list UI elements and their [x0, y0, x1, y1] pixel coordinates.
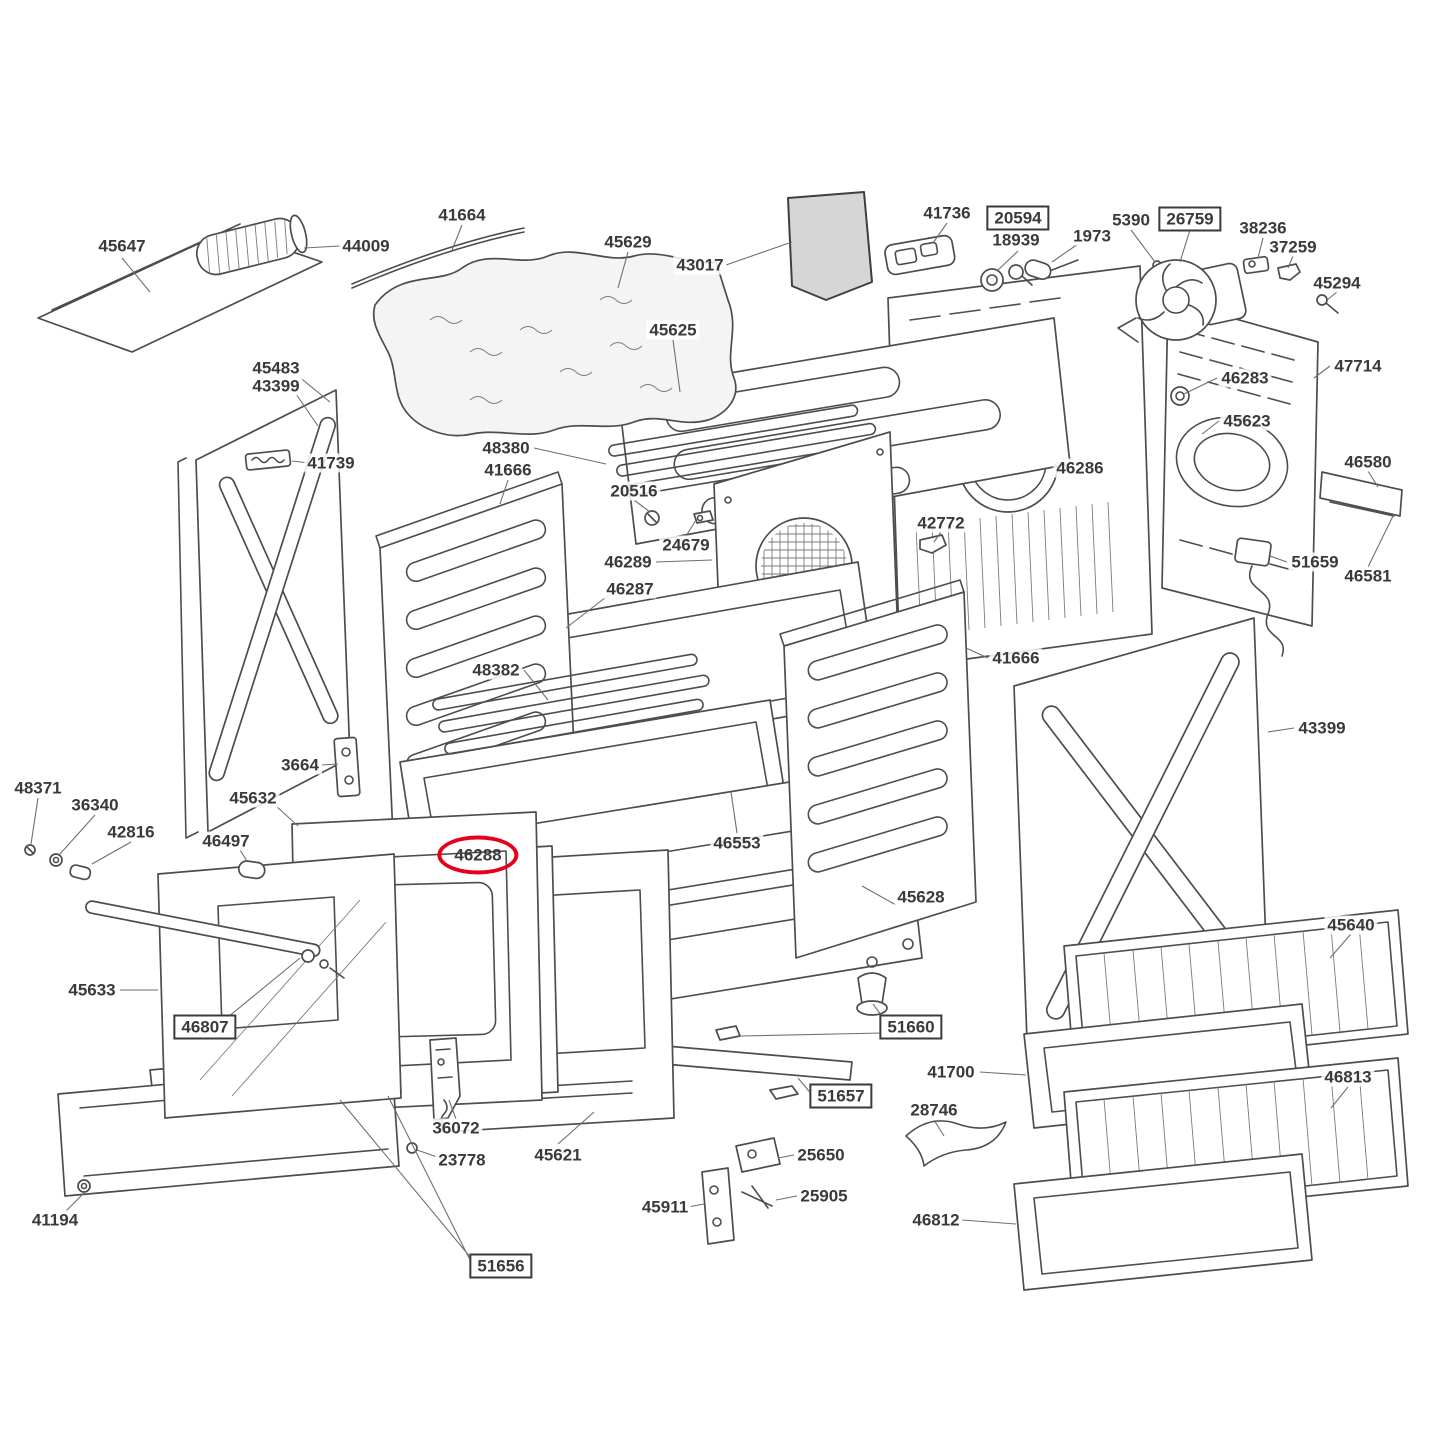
part-label-51660: 51660	[879, 1014, 943, 1040]
part-label-45640: 45640	[1324, 915, 1378, 935]
part-label-5390: 5390	[1109, 210, 1153, 230]
part-label-46812: 46812	[909, 1210, 963, 1230]
part-label-43399: 43399	[249, 376, 303, 396]
part-label-48371: 48371	[11, 778, 65, 798]
part-label-25905: 25905	[797, 1186, 851, 1206]
part-label-46497: 46497	[199, 831, 253, 851]
part-label-41700: 41700	[924, 1062, 978, 1082]
part-label-46581: 46581	[1341, 566, 1395, 586]
fasteners-art	[24, 844, 92, 881]
part-label-45483: 45483	[249, 358, 303, 378]
part-label-20594: 20594	[986, 205, 1050, 231]
part-label-51659: 51659	[1288, 552, 1342, 572]
bottom-element-art	[432, 653, 710, 755]
part-label-43017: 43017	[673, 255, 727, 275]
part-label-25650: 25650	[794, 1145, 848, 1165]
part-label-45911: 45911	[638, 1197, 692, 1217]
rack-tool-art	[905, 1120, 1007, 1167]
part-label-1973: 1973	[1070, 226, 1114, 246]
part-label-41666: 41666	[481, 460, 535, 480]
part-label-46289: 46289	[601, 552, 655, 572]
fan-motor-art	[1117, 259, 1247, 343]
part-label-45629: 45629	[601, 232, 655, 252]
part-label-45623: 45623	[1220, 411, 1274, 431]
part-label-45621: 45621	[531, 1145, 585, 1165]
part-label-41664: 41664	[435, 205, 489, 225]
part-label-36072: 36072	[429, 1118, 483, 1138]
part-label-46807: 46807	[173, 1014, 237, 1040]
part-label-23778: 23778	[435, 1150, 489, 1170]
power-cord-art	[1234, 537, 1285, 657]
left-outer-panel-art	[177, 389, 351, 839]
small-brackets-art	[1242, 255, 1339, 314]
deep-tray-art	[1013, 1153, 1313, 1291]
blower-art	[195, 214, 308, 276]
part-label-41736: 41736	[920, 203, 974, 223]
part-label-37259: 37259	[1266, 237, 1320, 257]
knob-art	[980, 264, 1033, 292]
latch-art	[701, 1137, 781, 1245]
shield-art	[787, 191, 873, 301]
part-label-45633: 45633	[65, 980, 119, 1000]
bracket-41736-art	[884, 234, 956, 276]
rear-outer-panel-art	[1161, 299, 1319, 627]
part-label-45294: 45294	[1310, 273, 1364, 293]
insulation-art	[372, 251, 737, 437]
part-label-51657: 51657	[809, 1083, 873, 1109]
hinge-art	[406, 1037, 461, 1154]
small-screws-art	[644, 510, 947, 554]
part-label-28746: 28746	[907, 1100, 961, 1120]
part-label-45632: 45632	[226, 788, 280, 808]
bracket-3664-art	[333, 736, 361, 798]
part-label-41666: 41666	[989, 648, 1043, 668]
part-label-45647: 45647	[95, 236, 149, 256]
part-label-46287: 46287	[603, 579, 657, 599]
part-label-38236: 38236	[1236, 218, 1290, 238]
part-label-48382: 48382	[469, 660, 523, 680]
part-label-46286: 46286	[1053, 458, 1107, 478]
part-label-46580: 46580	[1341, 452, 1395, 472]
part-label-45628: 45628	[894, 887, 948, 907]
part-label-42816: 42816	[104, 822, 158, 842]
part-label-3664: 3664	[278, 755, 322, 775]
part-label-18939: 18939	[989, 230, 1043, 250]
part-label-41194: 41194	[28, 1210, 82, 1230]
part-label-44009: 44009	[339, 236, 393, 256]
part-label-51656: 51656	[469, 1253, 533, 1279]
part-label-20516: 20516	[607, 481, 661, 501]
part-label-46288: 46288	[437, 835, 519, 875]
part-label-41739: 41739	[304, 453, 358, 473]
right-cavity-panel-art	[779, 579, 977, 959]
rod-art	[351, 227, 525, 289]
part-label-42772: 42772	[914, 513, 968, 533]
part-label-45625: 45625	[646, 320, 700, 340]
part-label-47714: 47714	[1331, 356, 1385, 376]
part-label-48380: 48380	[479, 438, 533, 458]
part-label-46553: 46553	[710, 833, 764, 853]
leader-lines	[30, 222, 1395, 1263]
door-glass-art	[85, 853, 402, 1119]
part-label-46283: 46283	[1218, 368, 1272, 388]
trim-art	[663, 1045, 853, 1100]
part-label-26759: 26759	[1158, 206, 1222, 232]
part-label-24679: 24679	[659, 535, 713, 555]
part-label-36340: 36340	[68, 795, 122, 815]
rear-bracket-art	[1319, 471, 1403, 517]
part-label-43399: 43399	[1295, 718, 1349, 738]
part-label-46813: 46813	[1321, 1067, 1375, 1087]
